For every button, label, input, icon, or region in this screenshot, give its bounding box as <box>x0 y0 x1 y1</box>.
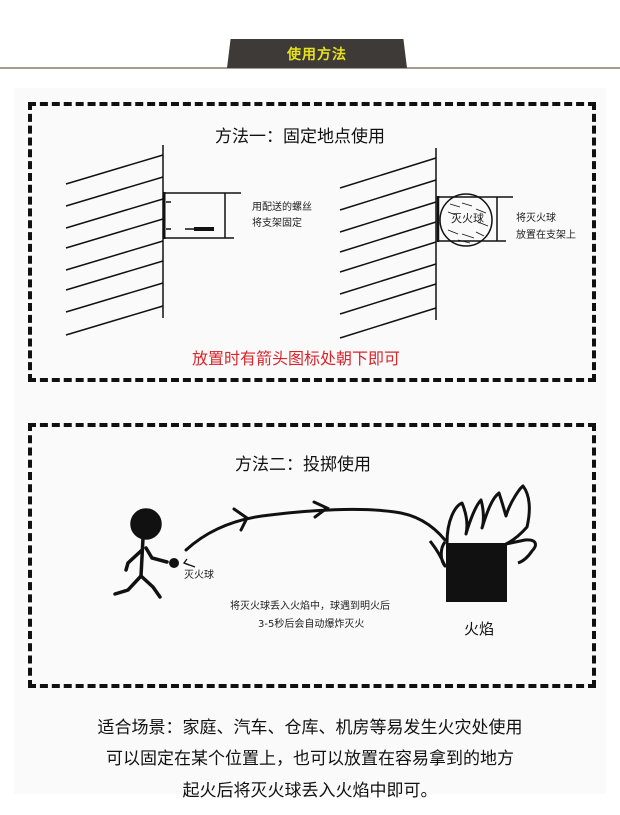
method2-title: 方法二：投掷使用 <box>235 455 371 475</box>
wall-hatch-right <box>339 148 437 339</box>
summary-line3: 起火后将灭火球丢入火焰中即可。 <box>182 781 438 801</box>
summary-line1: 适合场景：家庭、汽车、仓库、机房等易发生火灾处使用 <box>97 718 523 738</box>
bracket-left <box>162 192 241 239</box>
method2-description-line1: 将灭火球丢入火焰中，球遇到明火后 <box>230 601 390 612</box>
stick-figure-icon <box>113 508 169 599</box>
section-header-tab: 使用方法 <box>227 39 407 68</box>
bracket-right <box>436 193 513 247</box>
method1-left-note-line1: 用配送的螺丝 <box>252 202 312 213</box>
method2-box <box>28 423 596 688</box>
method1-title: 方法一：固定地点使用 <box>215 127 385 147</box>
content-panel <box>14 88 606 794</box>
screw-icon <box>194 227 214 231</box>
wall-hatch-left <box>65 145 164 336</box>
method2-description-line2: 3-5秒后会自动爆炸灭火 <box>258 619 365 630</box>
trajectory-arrow-icon <box>184 500 447 552</box>
method1-box <box>28 102 596 382</box>
flame-label: 火焰 <box>464 620 495 638</box>
method2-ball-label: 灭火球 <box>184 570 214 581</box>
fire-source-block <box>446 543 507 602</box>
section-title: 使用方法 <box>287 46 347 63</box>
placement-warning: 放置时有箭头图标处朝下即可 <box>192 349 401 368</box>
method1-left-note-line2: 将支架固定 <box>252 218 302 229</box>
ball-label: 灭火球 <box>451 212 484 225</box>
flame-icon <box>428 484 537 568</box>
ball-dot-icon <box>169 558 179 568</box>
summary-line2: 可以固定在某个位置上，也可以放置在容易拿到的地方 <box>106 749 514 769</box>
small-arrow-icon <box>182 558 196 568</box>
method1-right-note-line1: 将灭火球 <box>516 213 556 224</box>
header-divider <box>0 67 620 69</box>
method1-right-note-line2: 放置在支架上 <box>516 230 576 241</box>
